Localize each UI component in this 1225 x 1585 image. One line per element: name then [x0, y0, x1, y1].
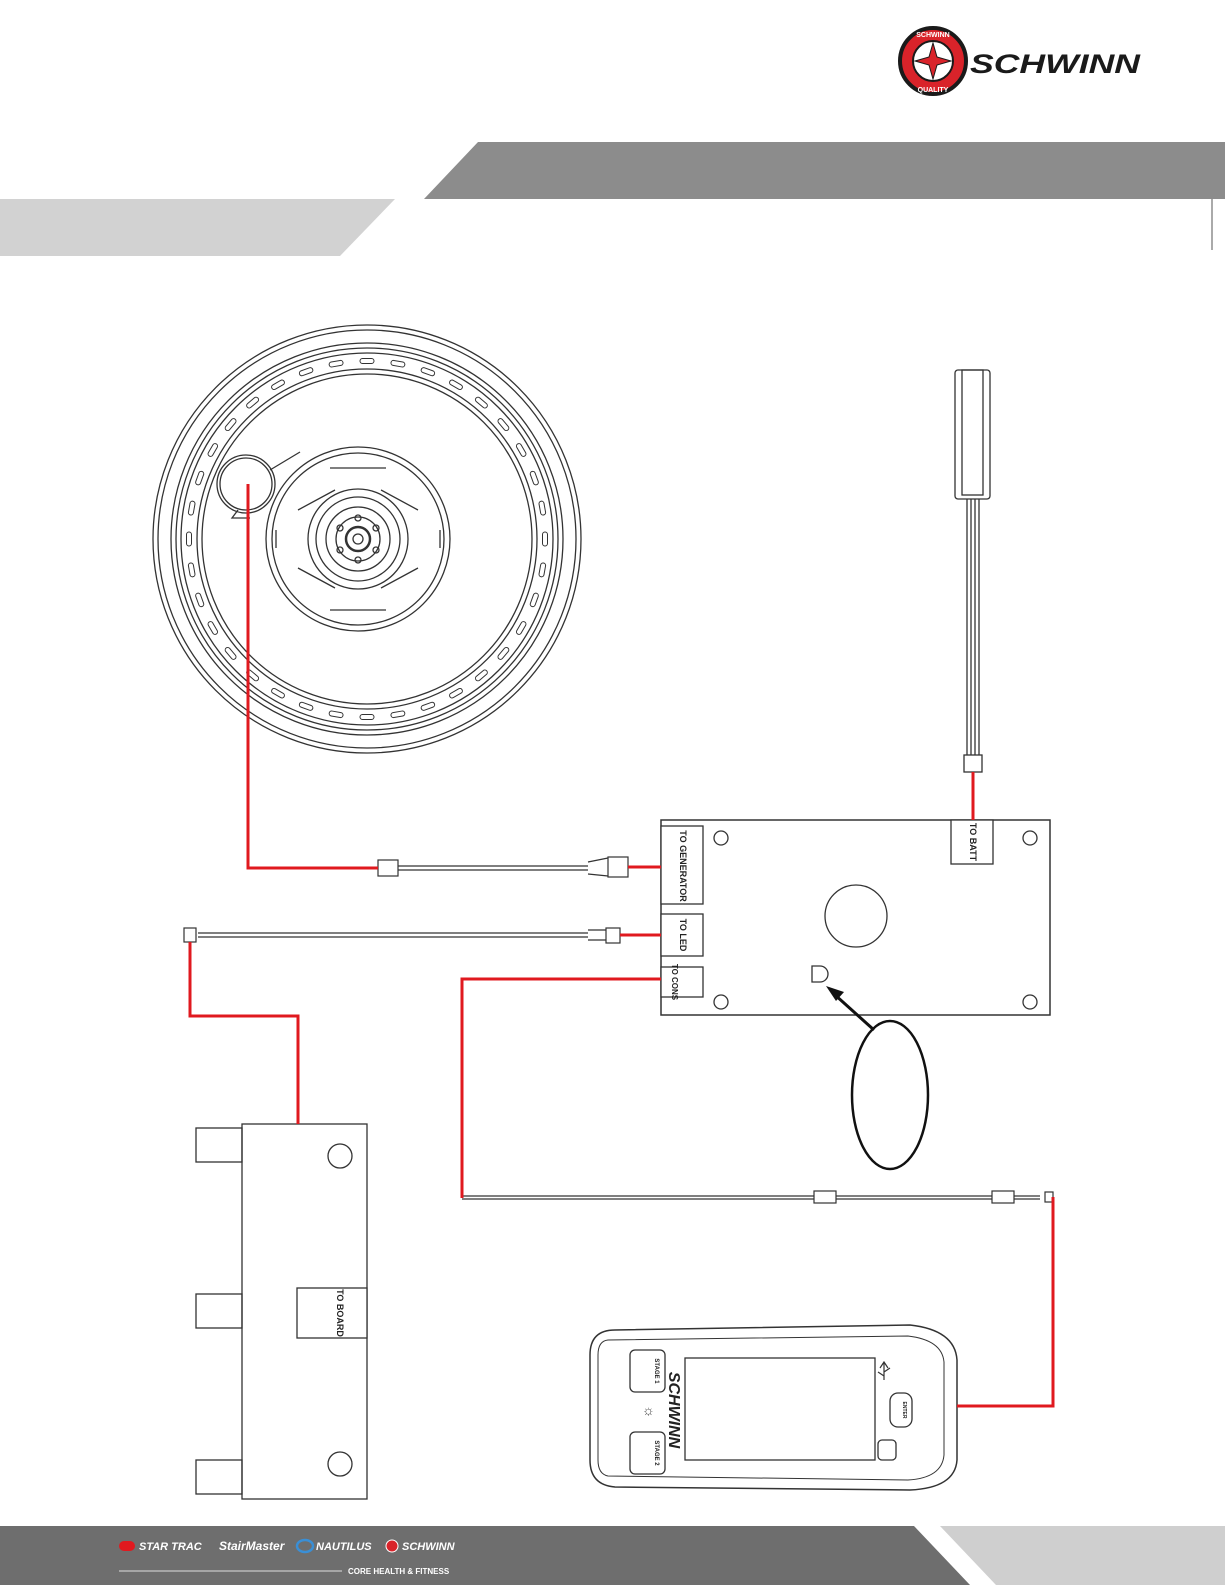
flywheel-slot [360, 359, 374, 364]
brightness-icon[interactable]: ☼ [642, 1402, 655, 1418]
power-button[interactable] [878, 1440, 896, 1460]
flywheel-slot [391, 360, 406, 367]
footer-bar-light [940, 1526, 1225, 1585]
flywheel-slot [271, 688, 286, 699]
harness-generator [378, 857, 628, 877]
control-board: TO GENERATOR TO LED TO CONS TO BATT [661, 820, 1050, 1015]
footer-brand-schwinn: SCHWINN [402, 1541, 456, 1553]
harness-led-plug-a [184, 928, 196, 942]
flywheel-slot [329, 711, 344, 718]
flywheel-slot [207, 621, 218, 636]
footer-brand-nautilus: NAUTILUS [316, 1541, 372, 1553]
flywheel-slot [539, 563, 546, 578]
flywheel-slot [420, 702, 435, 711]
flywheel-slot [299, 367, 314, 376]
header-banner-dark [424, 142, 1225, 199]
connector-to-battery-label: TO BATT [968, 823, 978, 862]
harness-console [462, 1191, 1053, 1203]
stage-2-button-label: STAGE 2 [653, 1440, 659, 1466]
enter-button-label: ENTER [901, 1402, 907, 1419]
flywheel-slot [224, 646, 237, 660]
harness-generator-plug-a [378, 860, 398, 876]
footer-bar-dark [0, 1526, 970, 1585]
flywheel-slot [530, 592, 539, 607]
footer-brand-stairmaster: StairMaster [219, 1539, 286, 1553]
enter-button[interactable] [890, 1393, 912, 1427]
flywheel-slot [530, 471, 539, 486]
flywheel-slot [497, 646, 510, 660]
schwinn-seal-icon [386, 1540, 398, 1552]
footer: STAR TRAC StairMaster NAUTILUS SCHWINN C… [0, 1526, 1225, 1585]
logo-wordmark: SCHWINN [970, 49, 1141, 79]
connector-to-console-label: TO CONS [670, 964, 679, 1001]
flywheel-slot [391, 711, 406, 718]
harness-generator-plug-b [608, 857, 628, 877]
flywheel-slot [539, 501, 546, 516]
wire-harness-to-console [957, 1197, 1053, 1406]
flywheel-slots [187, 359, 548, 720]
flywheel-slot [516, 443, 527, 458]
header-banner-light [0, 199, 395, 256]
schwinn-logo: SCHWINN QUALITY SCHWINN [900, 28, 1141, 94]
footer-brand-star-trac: STAR TRAC [139, 1541, 203, 1553]
flywheel-slot [449, 688, 464, 699]
logo-seal-bottom-text: QUALITY [918, 87, 949, 94]
flywheel-slot [271, 379, 286, 390]
flywheel-slot [188, 501, 195, 516]
stage-1-button-label: STAGE 1 [653, 1358, 659, 1384]
battery-plug [964, 755, 982, 772]
flywheel [153, 325, 581, 753]
flywheel-slot [188, 563, 195, 578]
wire-led-harness-to-led-board [190, 942, 298, 1124]
flywheel-slot [497, 418, 510, 432]
battery-body [955, 370, 990, 499]
flywheel-slot [329, 360, 344, 367]
battery-unit [955, 370, 990, 772]
flywheel-slot [420, 367, 435, 376]
flywheel-slot [360, 715, 374, 720]
star-trac-badge-icon [119, 1541, 135, 1551]
flywheel-slot [543, 532, 548, 546]
console-screen [685, 1358, 875, 1460]
harness-console-ferrite-b [992, 1191, 1014, 1203]
flywheel-slot [187, 532, 192, 546]
generator-body [217, 455, 275, 513]
wire-board-console [462, 979, 661, 1198]
connector-to-led-label: TO LED [678, 919, 688, 952]
flywheel-slot [224, 418, 237, 432]
flywheel-slot [246, 396, 260, 409]
connector-to-generator-label: TO GENERATOR [678, 830, 688, 902]
flywheel-slot [474, 396, 488, 409]
console-brand: SCHWINN [665, 1372, 682, 1449]
logo-seal-top-text: SCHWINN [916, 32, 949, 39]
flywheel-hub-outer [266, 447, 450, 631]
flywheel-slot [474, 669, 488, 682]
connector-to-board-label: TO BOARD [335, 1289, 345, 1337]
flywheel-slot [516, 621, 527, 636]
flywheel-slot [449, 379, 464, 390]
harness-led-plug-b [606, 928, 620, 943]
connector-to-console [661, 967, 703, 997]
callout-ellipse [852, 1021, 928, 1169]
flywheel-slot [195, 471, 204, 486]
flywheel-slot [195, 592, 204, 607]
harness-led [184, 928, 620, 943]
footer-tagline: CORE HEALTH & FITNESS [348, 1567, 450, 1576]
harness-console-ferrite-a [814, 1191, 836, 1203]
console-unit: SCHWINN STAGE 1 ☼ STAGE 2 ENTER [590, 1325, 957, 1490]
wire-generator-to-harness [248, 484, 378, 868]
flywheel-slot [299, 702, 314, 711]
flywheel-slot [207, 443, 218, 458]
connector-to-board [297, 1288, 367, 1338]
